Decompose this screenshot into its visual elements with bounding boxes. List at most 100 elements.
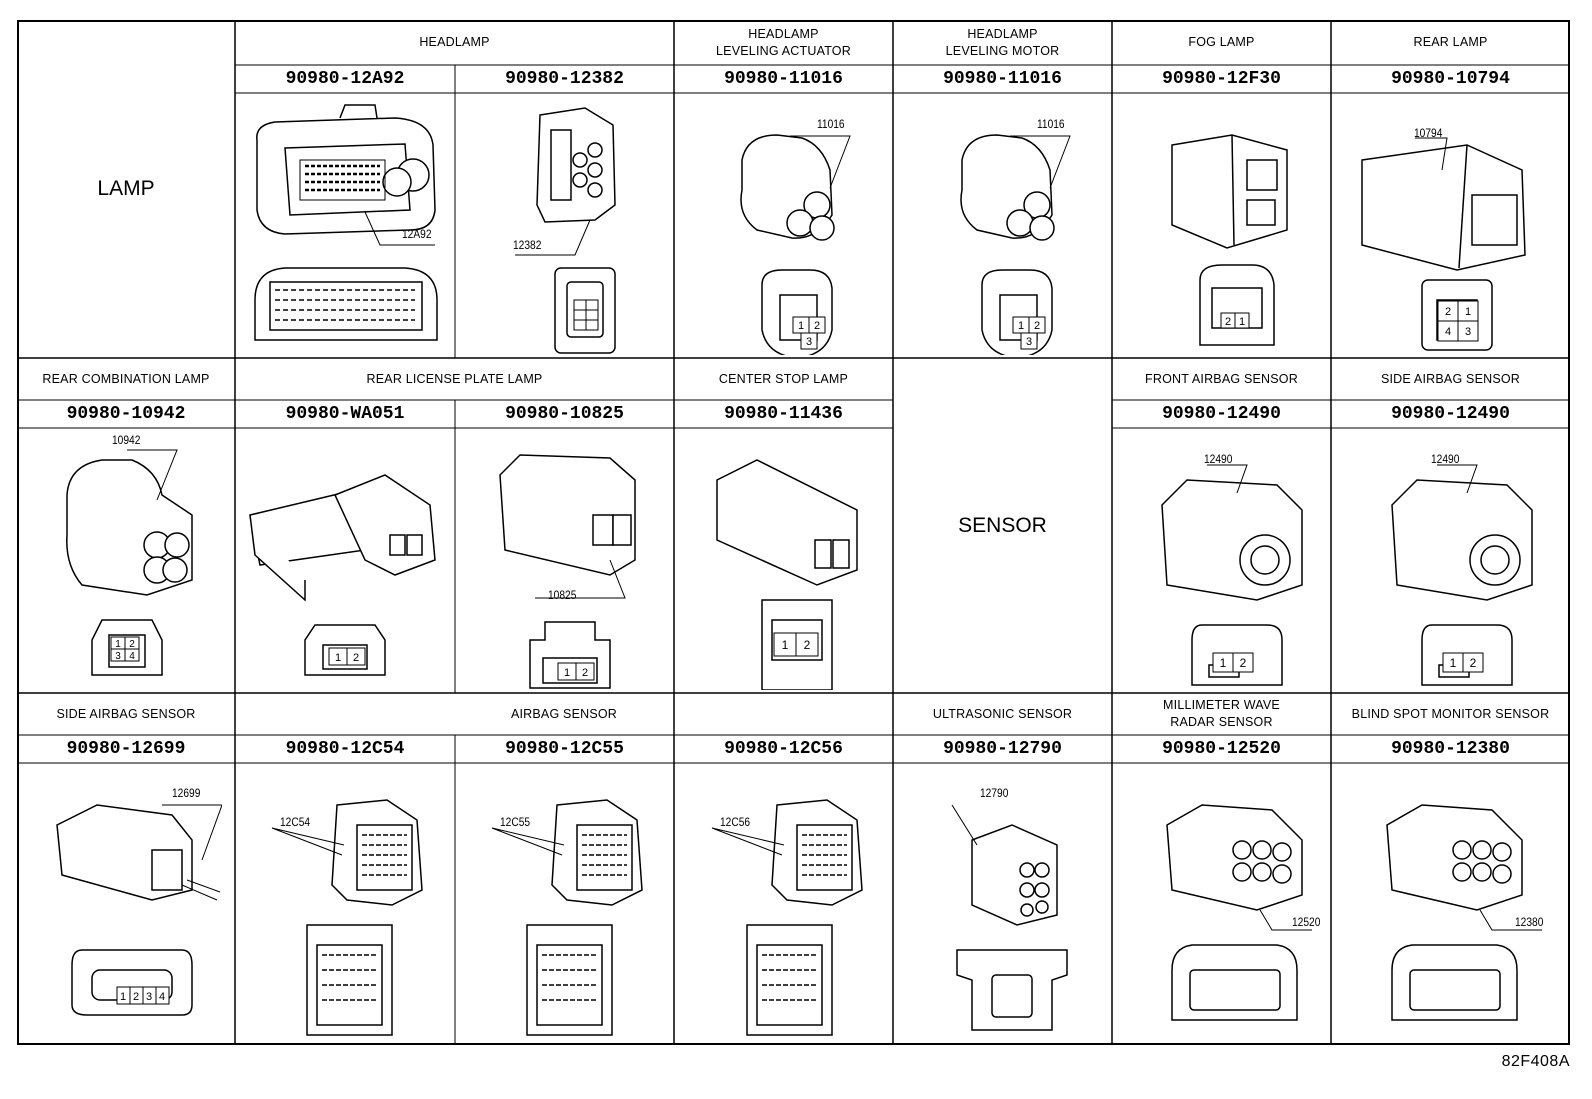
- ref-label: 12490: [1431, 452, 1460, 466]
- pin-label: 2: [353, 652, 359, 664]
- connector-12380-drawing: [1386, 804, 1542, 1021]
- header-rear-combination-lamp: REAR COMBINATION LAMP: [42, 371, 210, 386]
- connector-12382-drawing: [515, 107, 616, 354]
- header-millimeter-wave-radar-sensor: MILLIMETER WAVE RADAR SENSOR: [1163, 698, 1280, 729]
- connector-10825-drawing: [499, 454, 636, 689]
- part-number: 90980-11016: [943, 69, 1062, 89]
- connector-11016-drawing: [960, 134, 1071, 355]
- part-number: 90980-11436: [724, 404, 843, 424]
- part-number: 90980-12A92: [285, 69, 405, 89]
- part-number: 90980-12C55: [505, 739, 624, 759]
- part-number: 90980-10794: [1391, 69, 1510, 89]
- ref-label: 12C54: [280, 815, 311, 829]
- header-ultrasonic-sensor: ULTRASONIC SENSOR: [932, 706, 1073, 721]
- part-number: 90980-12699: [66, 739, 186, 759]
- pin-label: 3: [1465, 326, 1471, 338]
- pin-label: 2: [804, 638, 811, 652]
- pin-label: 2: [133, 991, 139, 1003]
- pin-label: 2: [1034, 320, 1040, 332]
- ref-label: 10942: [112, 433, 141, 447]
- part-number: 90980-11016: [724, 69, 843, 89]
- lamp-group-label: LAMP: [97, 177, 155, 200]
- connector-12c56-drawing: [711, 799, 863, 1036]
- ref-label: 10825: [548, 588, 577, 602]
- pin-label: 2: [1445, 306, 1451, 318]
- part-number: 90980-12C56: [724, 739, 843, 759]
- header-fog-lamp: FOG LAMP: [1188, 35, 1255, 49]
- pin-label: 1: [1018, 320, 1024, 332]
- part-number: 90980-WA051: [285, 404, 405, 424]
- ref-label: 11016: [817, 117, 845, 131]
- pin-label: 3: [1026, 336, 1032, 348]
- pin-label: 1: [335, 652, 341, 664]
- pin-label: 2: [1470, 656, 1477, 670]
- header-front-airbag-sensor: FRONT AIRBAG SENSOR: [1145, 371, 1298, 386]
- sensor-group-label: SENSOR: [958, 513, 1047, 537]
- header-blind-spot-monitor-sensor: BLIND SPOT MONITOR SENSOR: [1351, 706, 1550, 721]
- pin-label: 3: [115, 651, 121, 662]
- pin-label: 1: [564, 667, 570, 679]
- ref-label: 12490: [1204, 452, 1233, 466]
- ref-label: 10794: [1414, 126, 1443, 140]
- part-number: 90980-10825: [505, 404, 624, 424]
- header-side-airbag-sensor: SIDE AIRBAG SENSOR: [1380, 371, 1521, 386]
- header-airbag-sensor: AIRBAG SENSOR: [510, 706, 618, 721]
- ref-label: 12A92: [402, 227, 432, 241]
- part-number: 90980-12380: [1391, 739, 1510, 759]
- pin-label: 3: [806, 336, 812, 348]
- pin-grid: 2 1 4 3: [1437, 300, 1479, 342]
- pin-label: 1: [1450, 656, 1457, 670]
- pin-label: 2: [129, 639, 135, 650]
- connector-12699-drawing: [56, 804, 222, 1016]
- header-headlamp: HEADLAMP: [419, 35, 490, 49]
- pin-label: 2: [814, 320, 820, 332]
- header-side-airbag-sensor: SIDE AIRBAG SENSOR: [56, 706, 196, 721]
- header-headlamp-leveling-actuator: HEADLAMP LEVELING ACTUATOR: [716, 26, 851, 58]
- connector-chart: LAMP SENSOR HEADLAMP HEADLAMP LEVELING A…: [17, 20, 1570, 1045]
- connector-12c54-drawing: [271, 799, 423, 1036]
- ref-label: 12382: [513, 238, 542, 252]
- header-rear-lamp: REAR LAMP: [1413, 35, 1488, 49]
- pin-label: 1: [1239, 316, 1245, 328]
- grid-lines: [17, 20, 1570, 1045]
- header-rear-license-plate-lamp: REAR LICENSE PLATE LAMP: [366, 371, 543, 386]
- ref-label: 11016: [1037, 117, 1065, 131]
- ref-label: 12380: [1515, 915, 1544, 929]
- pin-grid: [573, 299, 599, 331]
- pin-label: 1: [798, 320, 804, 332]
- pin-label: 4: [129, 651, 135, 662]
- pin-label: 4: [159, 991, 165, 1003]
- part-number: 90980-12C54: [285, 739, 405, 759]
- connector-12520-drawing: [1166, 804, 1312, 1021]
- part-number: 90980-12382: [505, 69, 624, 89]
- pin-label: 2: [1240, 656, 1247, 670]
- part-number: 90980-12520: [1162, 739, 1281, 759]
- pin-label: 1: [1465, 306, 1471, 318]
- ref-label: 12520: [1292, 915, 1321, 929]
- pin-label: 2: [582, 667, 588, 679]
- pin-label: 1: [782, 638, 789, 652]
- pin-label: 2: [1225, 316, 1231, 328]
- part-number: 90980-12490: [1162, 404, 1281, 424]
- ref-label: 12790: [980, 786, 1009, 800]
- ref-label: 12699: [172, 786, 201, 800]
- pin-label: 3: [146, 991, 152, 1003]
- ref-label: 12C56: [720, 815, 751, 829]
- connector-12790-drawing: [951, 804, 1068, 1031]
- pin-label: 1: [120, 991, 126, 1003]
- ref-label: 12C55: [500, 815, 531, 829]
- header-center-stop-lamp: CENTER STOP LAMP: [718, 371, 849, 386]
- pin-label: 4: [1445, 326, 1451, 338]
- connector-12a92-drawing: [254, 104, 438, 341]
- part-number: 90980-12490: [1391, 404, 1510, 424]
